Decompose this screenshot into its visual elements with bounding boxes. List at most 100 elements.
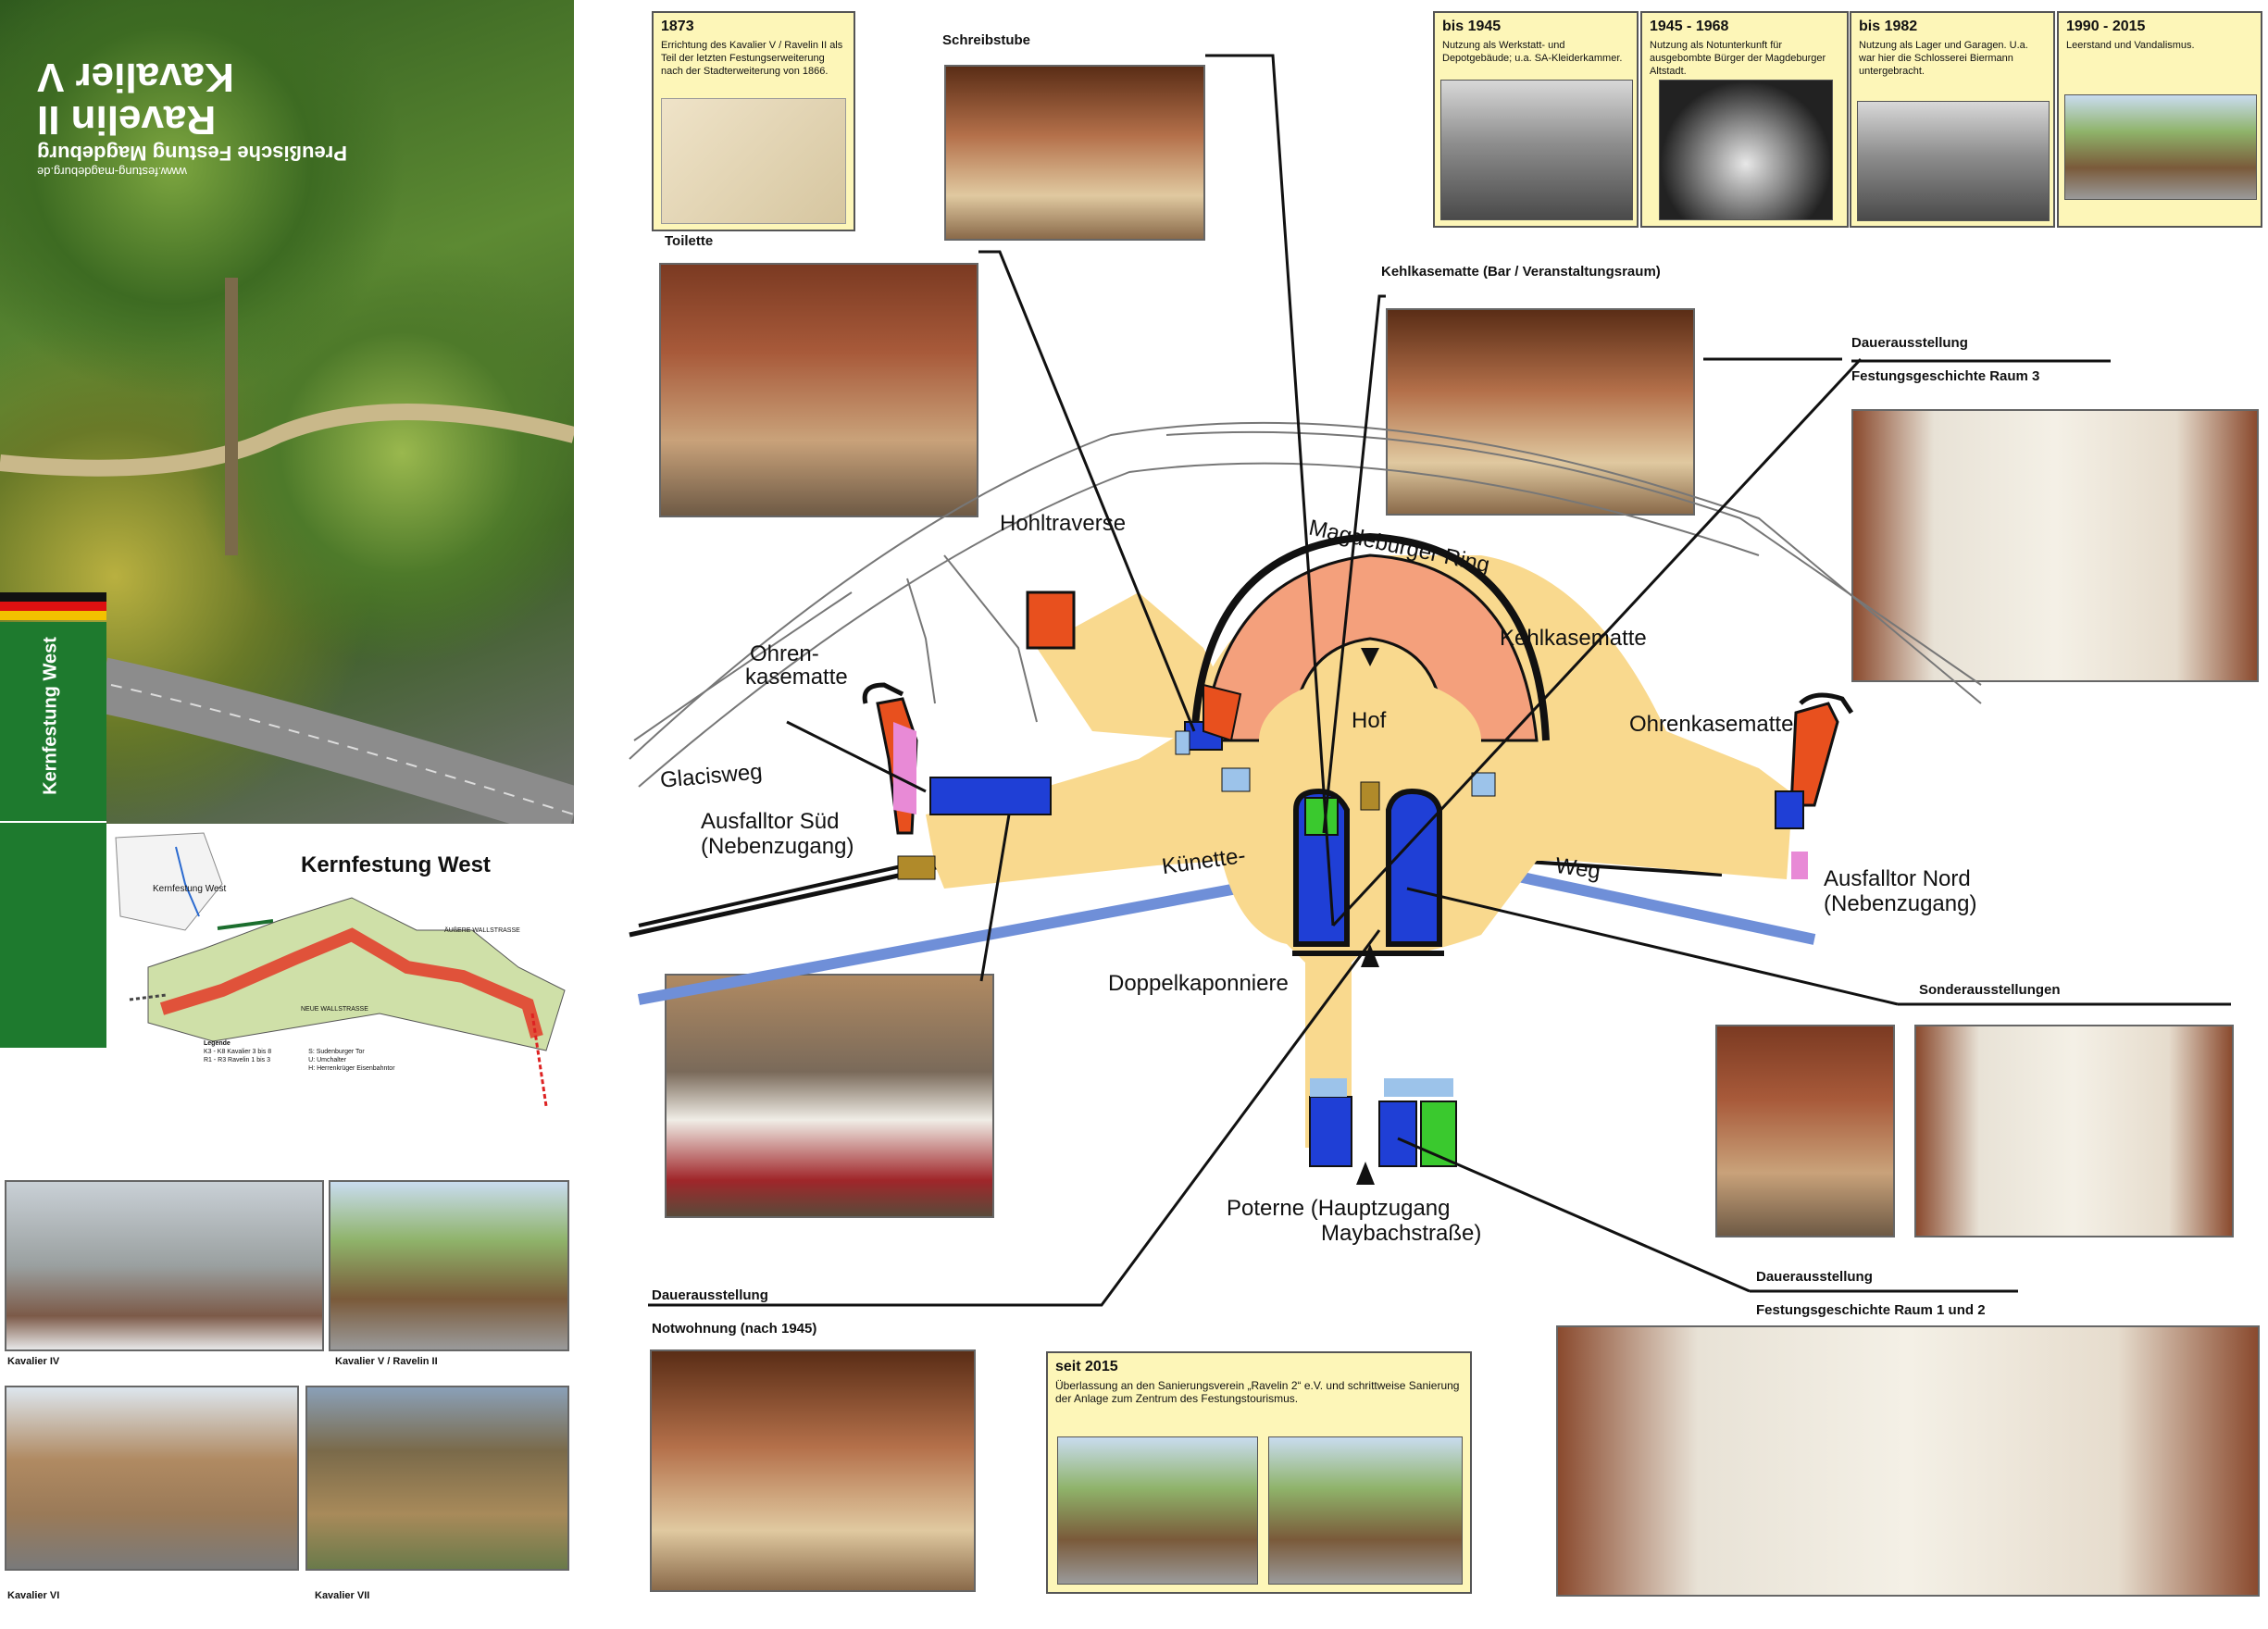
timeline-1873-year: 1873 [661,19,694,34]
timeline-bis1982-year: bis 1982 [1859,19,1918,34]
seit-2015-photo-2 [1268,1436,1463,1585]
caption-sonder: Sonderausstellungen [1919,982,2061,998]
legend-title: Legende [204,1040,231,1047]
label-kuenette: Künette- [1160,842,1248,880]
photo-notwohnung [650,1349,976,1592]
legend-s: S: Sudenburger Tor [308,1049,365,1055]
timeline-1945-1968-text: Nutzung als Notunterkunft für ausgebombt… [1650,40,1826,77]
legend-u: U: Umchalter [308,1057,346,1063]
caption-dauer3: Dauerausstellung [652,1287,768,1303]
timeline-bis1945-photo [1440,80,1633,220]
poterne-blue-right [1378,1101,1417,1167]
legend-r: R1 - R3 Ravelin 1 bis 3 [204,1057,270,1063]
timeline-1945-1968-year: 1945 - 1968 [1650,19,1729,34]
photo-kavalier-vi [5,1386,299,1571]
timeline-1990-2015-text: Leerstand und Vandalismus. [2066,40,2195,51]
fortress-sand [926,555,1796,1148]
caption-notwohnung: Notwohnung (nach 1945) [652,1321,817,1337]
photo-sonder-2 [1914,1025,2234,1237]
left-blue-rooms [929,777,1052,815]
photo-toilette [659,263,978,517]
photo-schreibstube [944,65,1205,241]
caption-raum3: Festungsgeschichte Raum 3 [1851,368,2040,384]
label-ausfalltor-nord-1: Ausfalltor Nord [1824,866,1971,891]
label-ohrenkasematte-left-2: kasematte [745,665,848,690]
timeline-bis1945-year: bis 1945 [1442,19,1502,34]
mini-map-inset-label: Kernfestung West [153,884,227,894]
seit-2015-text: Überlassung an den Sanierungsverein „Rav… [1055,1379,1460,1405]
seit-2015-photo-1 [1057,1436,1258,1585]
caption-kehlkasematte: Kehlkasematte (Bar / Veranstaltungsraum) [1381,264,1661,280]
label-glacisweg: Glacisweg [658,759,764,793]
caption-dauer2: Dauerausstellung [1756,1269,1873,1285]
hohltraverse-block [1026,591,1076,650]
photo-kehlkasematte [1386,308,1695,516]
caption-kavalier-v: Kavalier V / Ravelin II [335,1356,438,1367]
timeline-bis1982-text: Nutzung als Lager und Garagen. U.a. war … [1859,40,2028,77]
poterne-green [1420,1101,1457,1167]
photo-diorama [665,974,994,1218]
timeline-1873: 1873 Errichtung des Kavalier V / Ravelin… [652,11,855,231]
timeline-1945-1968-photo [1659,80,1833,220]
flag-stripe-black [0,592,106,602]
timeline-bis1982: bis 1982 Nutzung als Lager und Garagen. … [1850,11,2055,228]
label-weg: Weg [1553,852,1602,885]
label-kehlkasematte: Kehlkasematte [1500,626,1647,651]
timeline-1873-text: Errichtung des Kavalier V / Ravelin II a… [661,40,843,77]
doppelkaponniere-outline [1293,788,1442,947]
box-seit-2015: seit 2015 Überlassung an den Sanierungsv… [1046,1351,1472,1594]
label-ausfalltor-sued-1: Ausfalltor Süd [701,809,840,834]
caption-kavalier-iv: Kavalier IV [7,1356,60,1367]
caption-schreibstube: Schreibstube [942,32,1031,48]
green-side-panel: Kernfestung West [0,622,106,1048]
caption-dauer1: Dauerausstellung [1851,335,1968,351]
doppelkaponniere-green [1304,797,1339,836]
photo-kavalier-iv [5,1180,324,1351]
label-ohrenkasematte-right: Ohrenkasematte [1629,712,1794,737]
mini-map-road2: ÄUßERE WALLSTRASSE [444,927,520,934]
timeline-1873-plan-image [661,98,846,224]
label-poterne-1: Poterne (Hauptzugang [1227,1196,1451,1221]
ohren-left-pink [893,722,916,814]
label-ausfalltor-nord-2: (Nebenzugang) [1824,891,1977,916]
timeline-1990-2015-year: 1990 - 2015 [2066,19,2146,34]
label-ohrenkasematte-left-1: Ohren- [750,641,819,666]
label-hohltraverse: Hohltraverse [1000,511,1127,536]
label-magdeburger-ring: Magdeburger Ring [1306,515,1492,578]
ohren-left-red [876,697,918,835]
photo-sonder-1 [1715,1025,1895,1237]
seit-2015-year: seit 2015 [1055,1359,1118,1374]
aerial-roads [0,278,574,824]
label-hof: Hof [1352,708,1387,733]
photo-kavalier-vii [305,1386,569,1571]
caption-kavalier-vi: Kavalier VI [7,1590,60,1601]
timeline-bis1945-text: Nutzung als Werkstatt- und Depotgebäude;… [1442,40,1623,64]
label-ausfalltor-sued-2: (Nebenzugang) [701,834,854,859]
mini-map-legend: Legende K3 - K8 Kavalier 3 bis 8 R1 - R3… [204,1039,481,1073]
caption-toilette: Toilette [665,233,714,249]
timeline-bis1982-photo [1857,101,2050,221]
mini-map-title: Kernfestung West [301,852,491,877]
ohren-right-red [1789,702,1839,807]
timeline-1990-2015-photo [2064,94,2257,200]
timeline-1990-2015: 1990 - 2015 Leerstand und Vandalismus. [2057,11,2262,228]
legend-h: H: Herrenkrüger Eisenbahntor [308,1065,395,1072]
poterne-blue-left [1309,1096,1352,1167]
right-blue-rooms [1775,790,1804,829]
photo-raum12 [1556,1325,2260,1597]
mini-map-drawing [115,832,566,1107]
caption-raum12: Festungsgeschichte Raum 1 und 2 [1756,1302,1986,1318]
flag-stripe-gold [0,611,106,620]
timeline-1945-1968: 1945 - 1968 Nutzung als Notunterkunft fü… [1640,11,1849,228]
mini-map: Kernfestung West Kernfestung West NEUE W… [111,828,574,1125]
timeline-bis1945: bis 1945 Nutzung als Werkstatt- und Depo… [1433,11,1639,228]
legend-k: K3 - K8 Kavalier 3 bis 8 [204,1049,272,1055]
toilette-rooms [1184,721,1223,751]
label-poterne-2: Maybachstraße) [1321,1221,1482,1246]
photo-raum3 [1851,409,2259,682]
photo-kavalier-v [329,1180,569,1351]
label-doppelkaponniere: Doppelkaponniere [1108,971,1289,996]
vertical-label: Kernfestung West [40,637,61,795]
caption-kavalier-vii: Kavalier VII [315,1590,370,1601]
mini-map-road1: NEUE WALLSTRASSE [301,1006,368,1013]
